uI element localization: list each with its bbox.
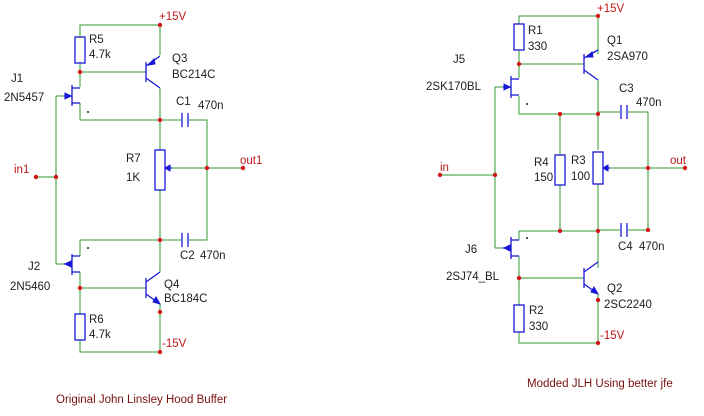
resistor-r4 — [554, 154, 566, 186]
j2-value: 2N5460 — [10, 281, 50, 293]
j2-name: J2 — [28, 261, 40, 273]
transistor-q3-pnp — [145, 55, 161, 89]
q2-name: Q2 — [607, 283, 622, 295]
right-supply-neg: -15V — [600, 330, 625, 342]
right-junctions — [437, 13, 688, 346]
right-wires — [440, 15, 685, 344]
r6-value: 4.7k — [89, 329, 111, 341]
capacitor-c3 — [620, 105, 628, 119]
transistor-q1-pnp — [583, 49, 599, 86]
potentiometer-r7 — [154, 149, 172, 191]
q1-name: Q1 — [607, 35, 622, 47]
r4-name: R4 — [534, 157, 549, 169]
right-input-label: in — [440, 162, 449, 174]
left-input-label: in1 — [14, 164, 29, 176]
r1-name: R1 — [528, 25, 543, 37]
q3-name: Q3 — [172, 53, 187, 65]
j1-value: 2N5457 — [4, 92, 44, 104]
j6-value: 2SJ74_BL — [446, 271, 500, 283]
c1-name: C1 — [176, 96, 191, 108]
c4-value: 470n — [639, 241, 665, 253]
r2-name: R2 — [529, 305, 544, 317]
resistor-r2 — [513, 304, 525, 333]
left-supply-neg: -15V — [162, 338, 187, 350]
r6-name: R6 — [89, 314, 104, 326]
resistor-r1 — [513, 23, 525, 51]
q4-value: BC184C — [164, 293, 207, 305]
left-supply-pos: +15V — [159, 11, 187, 23]
left-output-label: out1 — [240, 155, 262, 167]
left-labels: +15V R5 4.7k Q3 BC214C J1 2N5457 C1 470n… — [4, 11, 262, 406]
c3-name: C3 — [619, 83, 634, 95]
c2-value: 470n — [200, 250, 226, 262]
r7-value: 1K — [126, 172, 140, 184]
r5-value: 4.7k — [89, 49, 111, 61]
c4-name: C4 — [618, 241, 633, 253]
potentiometer-r3 — [592, 151, 610, 185]
jfet-j2 — [63, 247, 89, 275]
jfet-j6 — [502, 237, 528, 259]
c2-name: C2 — [180, 250, 195, 262]
r4-value: 150 — [534, 172, 553, 184]
left-wires — [36, 24, 243, 353]
q2-value: 2SC2240 — [604, 299, 652, 311]
j5-value: 2SK170BL — [426, 81, 482, 93]
q3-value: BC214C — [172, 69, 215, 81]
capacitor-c4 — [620, 223, 628, 237]
q4-name: Q4 — [164, 279, 180, 291]
j6-name: J6 — [465, 244, 477, 256]
j5-name: J5 — [453, 54, 465, 66]
right-supply-pos: +15V — [597, 3, 625, 15]
jfet-j5 — [503, 76, 528, 105]
capacitor-c1 — [181, 113, 189, 127]
j1-name: J1 — [11, 73, 23, 85]
resistor-r6 — [74, 313, 86, 341]
r2-value: 330 — [529, 321, 548, 333]
right-output-label: out — [670, 155, 687, 167]
left-components — [63, 30, 189, 341]
q1-value: 2SA970 — [607, 51, 648, 63]
right-labels: +15V R1 330 Q1 2SA970 J5 2SK170BL C3 470… — [426, 3, 687, 390]
r5-name: R5 — [89, 34, 104, 46]
transistor-q2-npn — [583, 261, 600, 300]
resistor-r5 — [74, 36, 86, 64]
r1-value: 330 — [528, 41, 547, 53]
left-caption: Original John Linsley Hood Buffer — [56, 394, 227, 406]
left-junctions — [33, 22, 246, 355]
r3-value: 100 — [571, 171, 590, 183]
r7-name: R7 — [126, 153, 141, 165]
c1-value: 470n — [198, 100, 224, 112]
jfet-j1 — [64, 85, 89, 113]
right-caption: Modded JLH Using better jfe — [527, 378, 673, 390]
r3-name: R3 — [571, 155, 586, 167]
transistor-q4-npn — [145, 271, 162, 312]
capacitor-c2 — [181, 233, 189, 247]
c3-value: 470n — [636, 97, 662, 109]
